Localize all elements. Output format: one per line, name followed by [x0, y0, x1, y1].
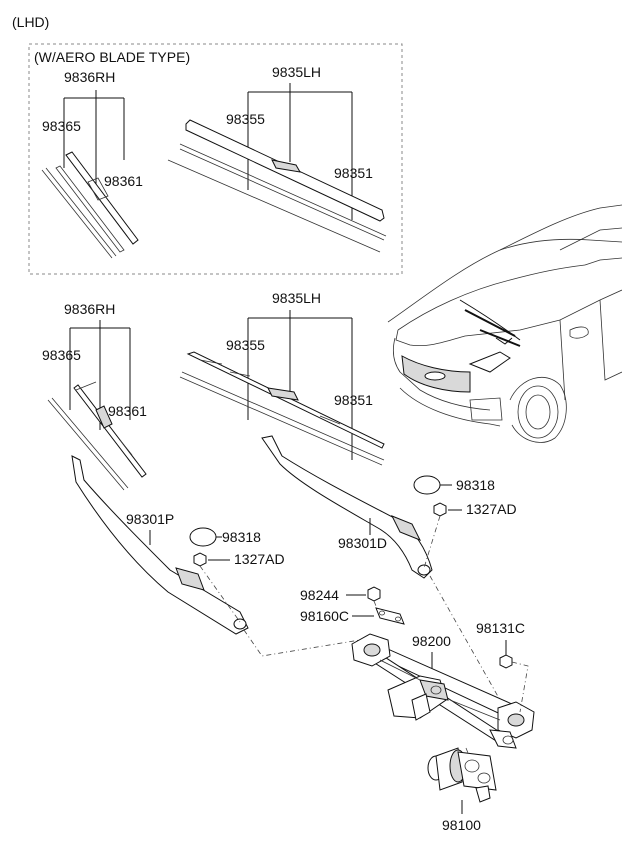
nut-1327ad-left: 1327AD	[193, 551, 285, 623]
motor-98100: 98100	[427, 747, 497, 833]
wiper-arm-98301p: 98301P	[71, 455, 249, 635]
std-rh-blade	[73, 384, 147, 478]
cap-98318-left: 98318	[189, 527, 261, 547]
leader-rh-to-linkage	[243, 629, 361, 657]
aero-lh-refill	[179, 143, 387, 241]
aero-rh-group: 9836RH 98365 98361	[41, 69, 143, 259]
label-aero-98351: 98351	[334, 165, 373, 181]
label-std-9835lh: 9835LH	[272, 290, 321, 306]
label-98200: 98200	[412, 633, 451, 649]
label-std-98365: 98365	[42, 347, 81, 363]
aero-blade-box	[28, 43, 403, 275]
label-aero-98365: 98365	[42, 118, 81, 134]
label-std-98361: 98361	[108, 403, 147, 419]
label-98244: 98244	[300, 587, 339, 603]
vehicle-illustration	[387, 204, 622, 443]
std-rh-refill	[47, 397, 129, 491]
nut-1327ad-right: 1327AD	[423, 501, 517, 569]
aero-lh-group: 9835LH 98355 98351	[167, 64, 387, 253]
aero-lh-blade	[185, 119, 385, 222]
vehicle-wiper-highlight	[464, 309, 516, 337]
label-98318-left: 98318	[222, 529, 261, 545]
label-98100: 98100	[442, 817, 481, 833]
aero-rh-rubber	[55, 165, 125, 253]
label-98301p: 98301P	[126, 511, 174, 527]
nut-98131c: 98131C	[476, 620, 529, 713]
label-aero-98355: 98355	[226, 111, 265, 127]
label-98318-right: 98318	[456, 477, 495, 493]
label-1327ad-right: 1327AD	[466, 501, 517, 517]
variant-label: (LHD)	[12, 14, 49, 30]
label-std-98355: 98355	[226, 337, 265, 353]
label-98301d: 98301D	[338, 535, 387, 551]
wiper-arm-98301d: 98301D	[261, 435, 433, 579]
label-aero-9836rh: 9836RH	[64, 69, 115, 85]
label-98131c: 98131C	[476, 620, 525, 636]
label-aero-9835lh: 9835LH	[272, 64, 321, 80]
nut-98244: 98244	[300, 586, 381, 607]
std-lh-blade	[186, 351, 385, 449]
std-rh-group: 9836RH 98365 98361	[42, 301, 147, 491]
aero-box-title: (W/AERO BLADE TYPE)	[34, 49, 190, 65]
linkage-98200: 98200	[351, 633, 535, 749]
label-1327ad-left: 1327AD	[234, 551, 285, 567]
std-lh-refill	[179, 371, 385, 466]
label-98160c: 98160C	[300, 608, 349, 624]
label-std-98351: 98351	[334, 392, 373, 408]
label-aero-98361: 98361	[104, 173, 143, 189]
std-lh-group: 9835LH 98355 98351	[179, 290, 385, 466]
bracket-98160c: 98160C	[300, 607, 405, 625]
aero-rh-refill	[41, 167, 117, 259]
cap-98318-right: 98318	[413, 475, 495, 495]
label-std-9836rh: 9836RH	[64, 301, 115, 317]
